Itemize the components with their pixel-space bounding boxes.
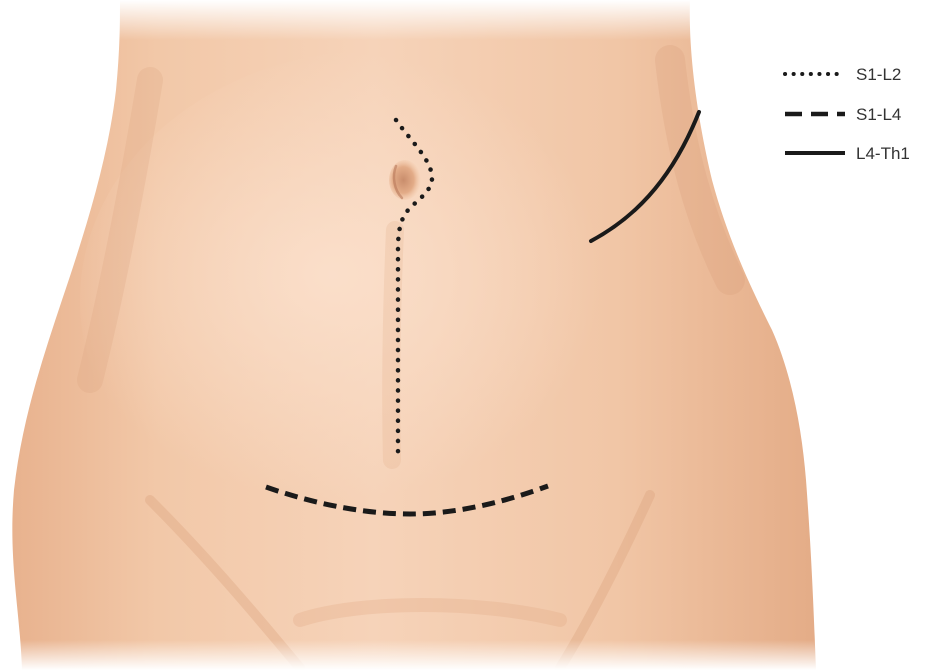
legend-item-solid: L4-Th1 xyxy=(785,144,910,163)
top-fade xyxy=(0,0,938,40)
legend-label-dashed: S1-L4 xyxy=(856,105,901,124)
bottom-fade xyxy=(0,640,938,670)
legend-label-dotted: S1-L2 xyxy=(856,65,901,84)
legend-item-dotted: S1-L2 xyxy=(785,65,901,84)
belly-highlight xyxy=(80,50,680,550)
legend-item-dashed: S1-L4 xyxy=(785,105,901,124)
legend-label-solid: L4-Th1 xyxy=(856,144,910,163)
midline-shadow xyxy=(391,230,395,460)
legend: S1-L2 S1-L4 L4-Th1 xyxy=(785,65,910,163)
